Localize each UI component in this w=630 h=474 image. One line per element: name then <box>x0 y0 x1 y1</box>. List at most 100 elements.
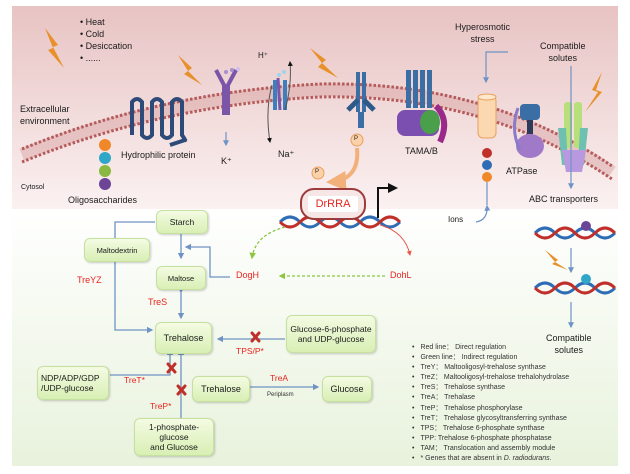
sodium-ion-label: Na⁺ <box>278 149 295 159</box>
compatible-solutes-top-label: Compatible solutes <box>540 40 586 64</box>
periplasm-label: Periplasm <box>267 392 294 398</box>
drrra-label: DrRRA <box>307 196 359 212</box>
promoter-arrow-icon <box>377 183 398 218</box>
compatible-label-line: Compatible <box>540 41 586 51</box>
legend-item: TreY： Maltooligosyl-trehalose synthase <box>412 363 569 373</box>
stress-item: • ...... <box>80 53 101 63</box>
extracellular-label-line: environment <box>20 116 70 126</box>
atpase-icon <box>513 104 544 158</box>
extracellular-label: Extracellular environment <box>20 103 70 127</box>
direct-regulation-arrow <box>379 224 412 256</box>
hyperosmotic-label-line: stress <box>470 34 495 44</box>
absent-gene-cross-icon <box>250 331 261 343</box>
lightning-bolt-icon <box>45 28 64 68</box>
lightning-bolt-icon <box>585 72 602 112</box>
hyperosmotic-arrow <box>483 51 508 84</box>
abc-transporters-label: ABC transporters <box>529 194 599 204</box>
trehalose-node: Trehalose <box>155 322 212 354</box>
maltose-node: Maltose <box>156 266 206 290</box>
enzyme-trep: TreP* <box>150 401 172 411</box>
lightning-bolt-icon <box>178 55 202 85</box>
dna-methylation-diagram <box>533 221 617 329</box>
ndp-glucose-node: NDP/ADP/GDP /UDP-glucose <box>37 366 109 400</box>
glucose-6-phosphate-node: Glucose-6-phosphate and UDP-glucose <box>286 315 376 353</box>
node-label-line: NDP/ADP/GDP <box>41 372 100 383</box>
legend-footnote: * Genes that are absent in D. radioduran… <box>412 454 569 464</box>
stress-item: • Cold <box>80 29 105 39</box>
lightning-bolt-icon <box>545 250 568 270</box>
ions-label: Ions <box>448 215 464 224</box>
phosphate-icon <box>311 166 325 180</box>
legend-item: Green line： Indirect regulation <box>412 353 569 363</box>
legend-item: TreZ： Maltooligosyl-trehalose trehalohyd… <box>412 373 569 383</box>
phosphotransfer-arrow <box>326 147 360 191</box>
hyperosmotic-label-line: Hyperosmotic <box>455 22 511 32</box>
stress-item: • Desiccation <box>80 41 133 51</box>
absent-gene-cross-icon <box>166 362 177 374</box>
legend-item: TreS： Trehalose synthase <box>412 383 569 393</box>
tama-b-label: TAMA/B <box>405 146 438 156</box>
enzyme-trea: TreA <box>270 373 289 383</box>
cytosol-label: Cytosol <box>21 184 45 191</box>
extracellular-label-line: Extracellular <box>20 104 70 114</box>
stress-item-label: Heat <box>85 17 105 27</box>
drrra-regulator: DrRRA <box>300 188 366 220</box>
enzyme-dohl: DohL <box>390 270 412 280</box>
enzyme-dogh: DogH <box>236 270 260 280</box>
node-label-line: and Glucose <box>150 442 198 453</box>
legend-item: TPP: Trehalose 6-phosphate phosphatase <box>412 434 569 444</box>
compatible-label-line: Compatible <box>546 333 592 343</box>
ions-arrow <box>475 204 491 223</box>
legend-item: TreA： Trehalase <box>412 393 569 403</box>
legend: Red line： Direct regulation Green line： … <box>412 343 569 464</box>
oligosaccharides-icon <box>99 139 111 190</box>
node-label-line: and UDP-glucose <box>297 334 365 344</box>
oligosaccharides-label: Oligosaccharides <box>68 195 138 205</box>
atpase-label: ATPase <box>506 166 538 176</box>
pathway-arrows <box>110 221 320 418</box>
footnote-species: D. radiodurans <box>503 455 550 463</box>
mechanosensitive-channel-icon <box>477 93 497 205</box>
glucose-node: Glucose <box>322 376 372 402</box>
phosphate-label: P <box>315 169 320 175</box>
indirect-regulation-arrow <box>249 226 286 260</box>
node-label-line: 1-phosphate-glucose <box>148 421 200 442</box>
legend-item: Red line： Direct regulation <box>412 343 569 353</box>
legend-item: TreP： Trehalose phosphorylase <box>412 404 569 414</box>
stress-list: • Heat • Cold • Desiccation • ...... <box>80 16 132 64</box>
absent-gene-cross-icon <box>176 384 187 396</box>
footnote-text: * Genes that are absent in <box>420 455 504 463</box>
hydrophilic-protein-icon <box>130 97 188 147</box>
sodium-proton-antiporter-icon <box>266 61 293 143</box>
compatible-label-line: solutes <box>548 53 578 63</box>
stress-item-label: Cold <box>85 29 105 39</box>
hyperosmotic-stress-label: Hyperosmotic stress <box>455 21 510 45</box>
dna-helix-icon <box>278 215 402 229</box>
node-label-line: Glucose-6-phosphate <box>290 323 372 334</box>
legend-item: TPS： Trehalose 6-phosphate synthase <box>412 424 569 434</box>
periplasm-trehalose-node: Trehalose <box>192 376 250 402</box>
hydrophilic-protein-label: Hydrophilic protein <box>121 150 196 160</box>
histidine-kinase-icon <box>346 72 376 128</box>
phosphate-glucose-node: 1-phosphate-glucose and Glucose <box>134 418 214 456</box>
tama-b-complex-icon <box>397 70 448 144</box>
potassium-channel-icon <box>214 67 240 147</box>
phosphate-label: P <box>354 136 359 142</box>
maltodextrin-node: Maltodextrin <box>84 238 150 262</box>
abc-transporter-icon <box>558 66 588 190</box>
enzyme-tres: TreS <box>148 297 168 307</box>
footnote-suffix: . <box>549 455 552 463</box>
enzyme-tps-p: TPS/P* <box>236 346 264 356</box>
legend-item: TreT： Trehalose glycosyltransferring syn… <box>412 414 569 424</box>
stress-item-label: ...... <box>85 53 101 63</box>
proton-label: H⁺ <box>258 51 268 60</box>
potassium-ion-label: K⁺ <box>221 156 232 166</box>
phosphate-icon <box>350 133 364 147</box>
stress-item-label: Desiccation <box>85 41 133 51</box>
legend-item: TAM： Translocation and assembly module <box>412 444 569 454</box>
lightning-bolt-icon <box>310 48 338 78</box>
starch-node: Starch <box>156 210 208 234</box>
enzyme-treyz: TreYZ <box>77 275 102 285</box>
enzyme-tret: TreT* <box>124 375 145 385</box>
